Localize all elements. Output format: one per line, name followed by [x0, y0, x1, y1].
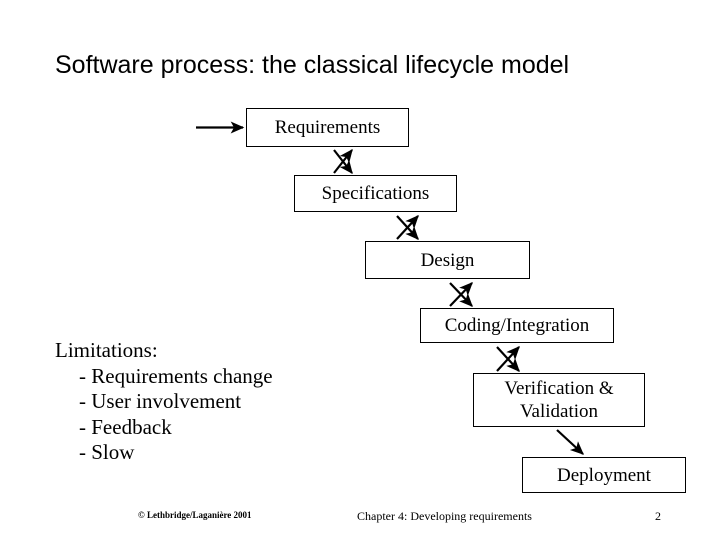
connector-design-specifications: [396, 215, 419, 240]
process-box-verification-validation[interactable]: Verification & Validation: [473, 373, 645, 427]
limitations-heading: Limitations:: [55, 338, 158, 362]
footer-page-number: 2: [655, 509, 661, 523]
process-box-design[interactable]: Design: [365, 241, 530, 279]
connector-specifications-design: [396, 215, 419, 240]
page-title: Software process: the classical lifecycl…: [55, 51, 570, 79]
connector-verification-coding: [496, 346, 520, 372]
connector-specifications-requirements: [333, 149, 353, 175]
connector-coding-design: [449, 282, 473, 307]
connector-requirements-specifications: [333, 148, 353, 174]
limitations-list: Limitations: - Requirements change - Use…: [55, 338, 355, 466]
connector-verification-deployment: [556, 429, 584, 455]
footer-chapter-label: Chapter 4: Developing requirements: [357, 509, 532, 523]
process-box-requirements[interactable]: Requirements: [246, 108, 409, 147]
limitations-item: - Feedback: [79, 414, 172, 439]
process-box-specifications[interactable]: Specifications: [294, 175, 457, 212]
process-box-coding-integration[interactable]: Coding/Integration: [420, 308, 614, 343]
connector-coding-verification: [496, 346, 520, 372]
limitations-item: - Slow: [79, 440, 135, 464]
process-box-deployment[interactable]: Deployment: [522, 457, 686, 493]
limitations-item: - User involvement: [79, 389, 242, 413]
footer-copyright: © Lethbridge/Laganière 2001: [138, 510, 252, 520]
limitations-item: - Requirements change: [79, 363, 273, 388]
connector-design-coding: [449, 282, 473, 307]
